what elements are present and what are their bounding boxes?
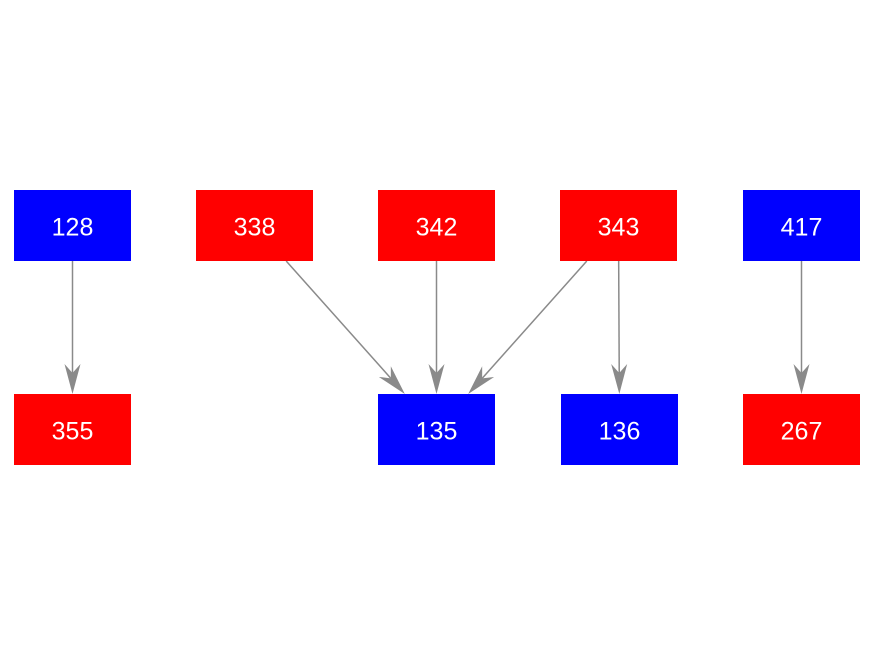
node-label: 343 xyxy=(598,214,640,242)
graph-node-342: 342 xyxy=(378,190,495,261)
graph-node-267: 267 xyxy=(743,394,860,465)
node-label: 417 xyxy=(781,214,823,242)
graph-node-135: 135 xyxy=(378,394,495,465)
graph-node-136: 136 xyxy=(561,394,678,465)
edge-342-135 xyxy=(428,261,445,394)
node-label: 267 xyxy=(781,418,823,446)
edge-line xyxy=(481,260,588,379)
arrowhead-icon xyxy=(64,364,81,394)
graph-node-128: 128 xyxy=(14,190,131,261)
node-box xyxy=(378,394,495,465)
node-box xyxy=(378,190,495,261)
node-label: 136 xyxy=(599,418,641,446)
graph-node-338: 338 xyxy=(196,190,313,261)
node-box xyxy=(560,190,677,261)
node-box xyxy=(14,190,131,261)
edge-338-135 xyxy=(285,260,405,394)
edge-line xyxy=(617,260,620,374)
node-box xyxy=(196,190,313,261)
arrowhead-icon xyxy=(611,363,628,394)
edge-343-135 xyxy=(468,260,588,394)
arrowhead-icon xyxy=(378,366,405,394)
edge-line xyxy=(285,260,392,379)
graph-node-355: 355 xyxy=(14,394,131,465)
node-label: 128 xyxy=(52,214,94,242)
node-label: 338 xyxy=(234,214,276,242)
node-box xyxy=(14,394,131,465)
graph-node-417: 417 xyxy=(743,190,860,261)
node-label: 135 xyxy=(416,418,458,446)
node-box xyxy=(561,394,678,465)
node-box xyxy=(743,394,860,465)
edge-343-136 xyxy=(611,260,628,394)
node-label: 342 xyxy=(416,214,458,242)
edge-417-267 xyxy=(793,261,810,394)
edge-128-355 xyxy=(64,261,81,394)
node-label: 355 xyxy=(52,418,94,446)
arrowhead-icon xyxy=(428,364,445,394)
graph-node-343: 343 xyxy=(560,190,677,261)
arrowhead-icon xyxy=(793,364,810,394)
node-box xyxy=(743,190,860,261)
arrowhead-icon xyxy=(468,366,495,394)
